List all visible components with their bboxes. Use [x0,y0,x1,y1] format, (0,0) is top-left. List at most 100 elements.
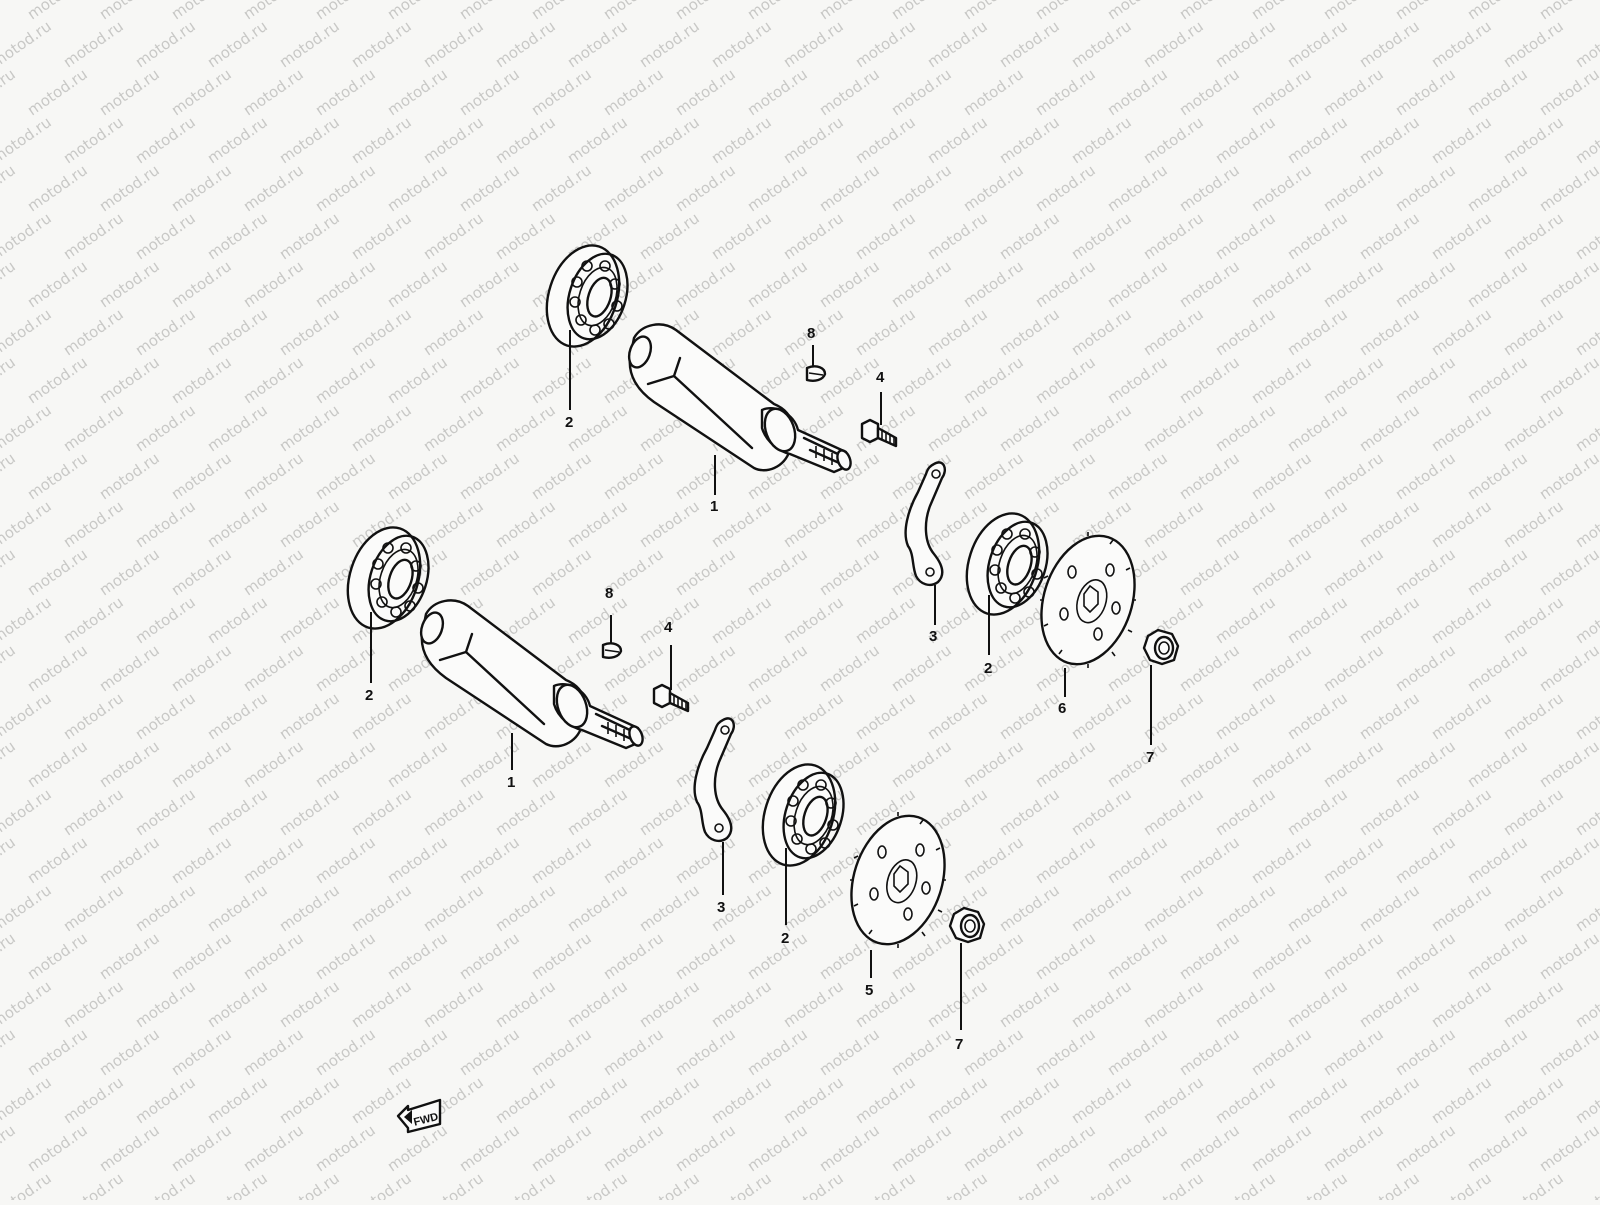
watermark-text: motod.ru [1572,785,1600,839]
watermark-text: motod.ru [60,209,127,263]
watermark-text: motod.ru [708,17,775,71]
watermark-text: motod.ru [1176,929,1243,983]
watermark-text: motod.ru [888,737,955,791]
watermark-text: motod.ru [1500,113,1567,167]
watermark-text: motod.ru [132,1073,199,1127]
watermark-text: motod.ru [780,497,847,551]
watermark-text: motod.ru [564,881,631,935]
watermark-text: motod.ru [1392,833,1459,887]
watermark-text: motod.ru [600,161,667,215]
watermark-text: motod.ru [276,497,343,551]
watermark-text: motod.ru [1248,1025,1315,1079]
watermark-text: motod.ru [960,353,1027,407]
watermark-text: motod.ru [852,305,919,359]
watermark-text: motod.ru [1176,1025,1243,1079]
watermark-text: motod.ru [1356,1073,1423,1127]
watermark-text: motod.ru [672,257,739,311]
watermark-text: motod.ru [1068,113,1135,167]
watermark-text: motod.ru [852,113,919,167]
watermark-text: motod.ru [1284,209,1351,263]
watermark-text: motod.ru [708,209,775,263]
watermark-text: motod.ru [1500,1073,1567,1127]
watermark-text: motod.ru [240,449,307,503]
watermark-text: motod.ru [276,1073,343,1127]
watermark-text: motod.ru [384,65,451,119]
watermark-text: motod.ru [1284,17,1351,71]
watermark-text: motod.ru [132,593,199,647]
watermark-text: motod.ru [1536,353,1600,407]
watermark-text: motod.ru [1140,1169,1207,1200]
watermark-text: motod.ru [672,161,739,215]
watermark-text: motod.ru [0,161,19,215]
watermark-text: motod.ru [1068,1073,1135,1127]
watermark-text: motod.ru [1320,257,1387,311]
watermark-text: motod.ru [0,497,55,551]
watermark-text: motod.ru [996,401,1063,455]
watermark-text: motod.ru [1500,209,1567,263]
watermark-text: motod.ru [996,113,1063,167]
watermark-text: motod.ru [456,65,523,119]
watermark-text: motod.ru [672,833,739,887]
watermark-text: motod.ru [996,1169,1063,1200]
callout-lower-bearing-left: 2 [365,687,373,704]
watermark-text: motod.ru [24,929,91,983]
watermark-text: motod.ru [1032,0,1099,23]
watermark-text: motod.ru [636,785,703,839]
watermark-text: motod.ru [816,1025,883,1079]
watermark-text: motod.ru [204,17,271,71]
watermark-text: motod.ru [1104,65,1171,119]
watermark-text: motod.ru [1392,545,1459,599]
watermark-text: motod.ru [1032,1025,1099,1079]
watermark-text: motod.ru [384,257,451,311]
watermark-text: motod.ru [1320,545,1387,599]
watermark-text: motod.ru [780,1073,847,1127]
watermark-text: motod.ru [1572,17,1600,71]
watermark-text: motod.ru [600,1121,667,1175]
watermark-text: motod.ru [1212,977,1279,1031]
watermark-text: motod.ru [996,881,1063,935]
watermark-text: motod.ru [1140,497,1207,551]
watermark-text: motod.ru [780,1169,847,1200]
watermark-text: motod.ru [1464,545,1531,599]
watermark-text: motod.ru [1536,257,1600,311]
watermark-text: motod.ru [960,257,1027,311]
watermark-text: motod.ru [600,0,667,23]
watermark-text: motod.ru [672,65,739,119]
watermark-text: motod.ru [600,929,667,983]
watermark-text: motod.ru [456,545,523,599]
watermark-text: motod.ru [1140,785,1207,839]
watermark-text: motod.ru [1500,305,1567,359]
watermark-text: motod.ru [1248,737,1315,791]
watermark-text: motod.ru [0,0,19,23]
callout-upper-shaft: 1 [710,498,718,515]
watermark-text: motod.ru [852,1169,919,1200]
watermark-text: motod.ru [1500,1169,1567,1200]
watermark-text: motod.ru [996,305,1063,359]
watermark-text: motod.ru [1104,0,1171,23]
watermark-text: motod.ru [924,401,991,455]
watermark-text: motod.ru [204,881,271,935]
watermark-text: motod.ru [636,497,703,551]
watermark-text: motod.ru [924,113,991,167]
watermark-text: motod.ru [852,689,919,743]
watermark-text: motod.ru [96,161,163,215]
watermark-text: motod.ru [960,65,1027,119]
watermark-text: motod.ru [924,689,991,743]
watermark-text: motod.ru [636,1169,703,1200]
watermark-text: motod.ru [1356,1169,1423,1200]
watermark-text: motod.ru [456,1025,523,1079]
watermark-text: motod.ru [384,353,451,407]
watermark-text: motod.ru [420,401,487,455]
watermark-text: motod.ru [1356,401,1423,455]
watermark-text: motod.ru [1428,17,1495,71]
watermark-text: motod.ru [168,353,235,407]
watermark-text: motod.ru [1572,1073,1600,1127]
watermark-text: motod.ru [420,17,487,71]
watermark-text: motod.ru [744,1121,811,1175]
watermark-text: motod.ru [348,1169,415,1200]
watermark-text: motod.ru [1032,929,1099,983]
watermark-text: motod.ru [1464,929,1531,983]
watermark-text: motod.ru [1572,497,1600,551]
watermark-text: motod.ru [1140,977,1207,1031]
watermark-text: motod.ru [1176,1121,1243,1175]
